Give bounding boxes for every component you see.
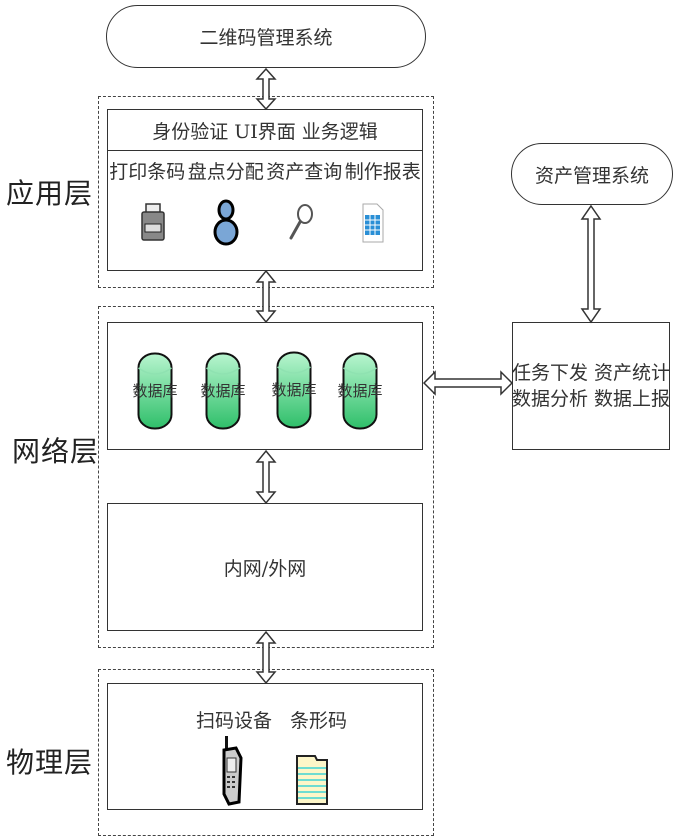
magnifier-icon [289, 204, 313, 240]
spreadsheet-icon [362, 203, 384, 243]
barcode-label: 条形码 [290, 710, 348, 732]
function-asset-query: 资产查询 [266, 160, 343, 183]
arrow-database-to-asset-tasks [422, 370, 514, 396]
database-2: 数据库 [200, 352, 246, 430]
qr-code-management-system: 二维码管理系统 [106, 5, 426, 68]
arrow-top-system-to-application [255, 67, 277, 111]
barcode-document-icon [296, 755, 328, 805]
intranet-extranet-box: 内网/外网 [107, 503, 423, 631]
database-cylinder-icon [205, 352, 241, 430]
database-3: 数据库 [271, 351, 317, 429]
intranet-extranet-label: 内网/外网 [223, 557, 307, 580]
asset-tasks-line-1: 任务下发 资产统计 [511, 362, 671, 384]
database-cylinder-icon [342, 352, 378, 430]
layer-label-physical: 物理层 [6, 746, 94, 779]
application-functions: 打印条码 盘点分配 资产查询 制作报表 [108, 156, 422, 184]
mobile-phone-icon [222, 736, 243, 806]
scanning-device-label: 扫码设备 [196, 710, 273, 732]
database-cylinder-icon [137, 352, 173, 430]
layer-label-application: 应用层 [6, 177, 94, 210]
physical-box: 扫码设备 条形码 [107, 683, 423, 810]
application-box: 身份验证 UI界面 业务逻辑 打印条码 盘点分配 资产查询 制作报表 [107, 109, 423, 271]
layer-label-network: 网络层 [12, 435, 100, 468]
database-4: 数据库 [337, 352, 383, 430]
function-make-report: 制作报表 [344, 160, 421, 183]
asset-tasks-box: 任务下发 资产统计 数据分析 数据上报 [512, 322, 670, 450]
application-header-text: 身份验证 UI界面 业务逻辑 [152, 120, 378, 143]
database-cylinder-icon [276, 351, 312, 429]
qr-system-label: 二维码管理系统 [199, 27, 333, 49]
database-label: 数据库 [200, 382, 246, 400]
user-icon [213, 199, 239, 246]
database-label: 数据库 [337, 382, 383, 400]
database-1: 数据库 [132, 352, 178, 430]
arrow-application-to-network [255, 269, 277, 324]
application-header: 身份验证 UI界面 业务逻辑 [108, 110, 422, 151]
printer-icon [141, 203, 165, 241]
arrow-database-to-network [255, 449, 277, 505]
function-print-barcode: 打印条码 [109, 160, 186, 183]
database-label: 数据库 [271, 381, 317, 399]
function-inventory-allocation: 盘点分配 [187, 160, 264, 183]
arrow-network-to-physical [255, 630, 277, 685]
asset-tasks-line-2: 数据分析 数据上报 [511, 388, 671, 410]
asset-management-system: 资产管理系统 [511, 143, 673, 205]
database-label: 数据库 [132, 382, 178, 400]
arrow-asset-system-to-tasks [580, 204, 602, 324]
asset-system-label: 资产管理系统 [534, 164, 649, 187]
